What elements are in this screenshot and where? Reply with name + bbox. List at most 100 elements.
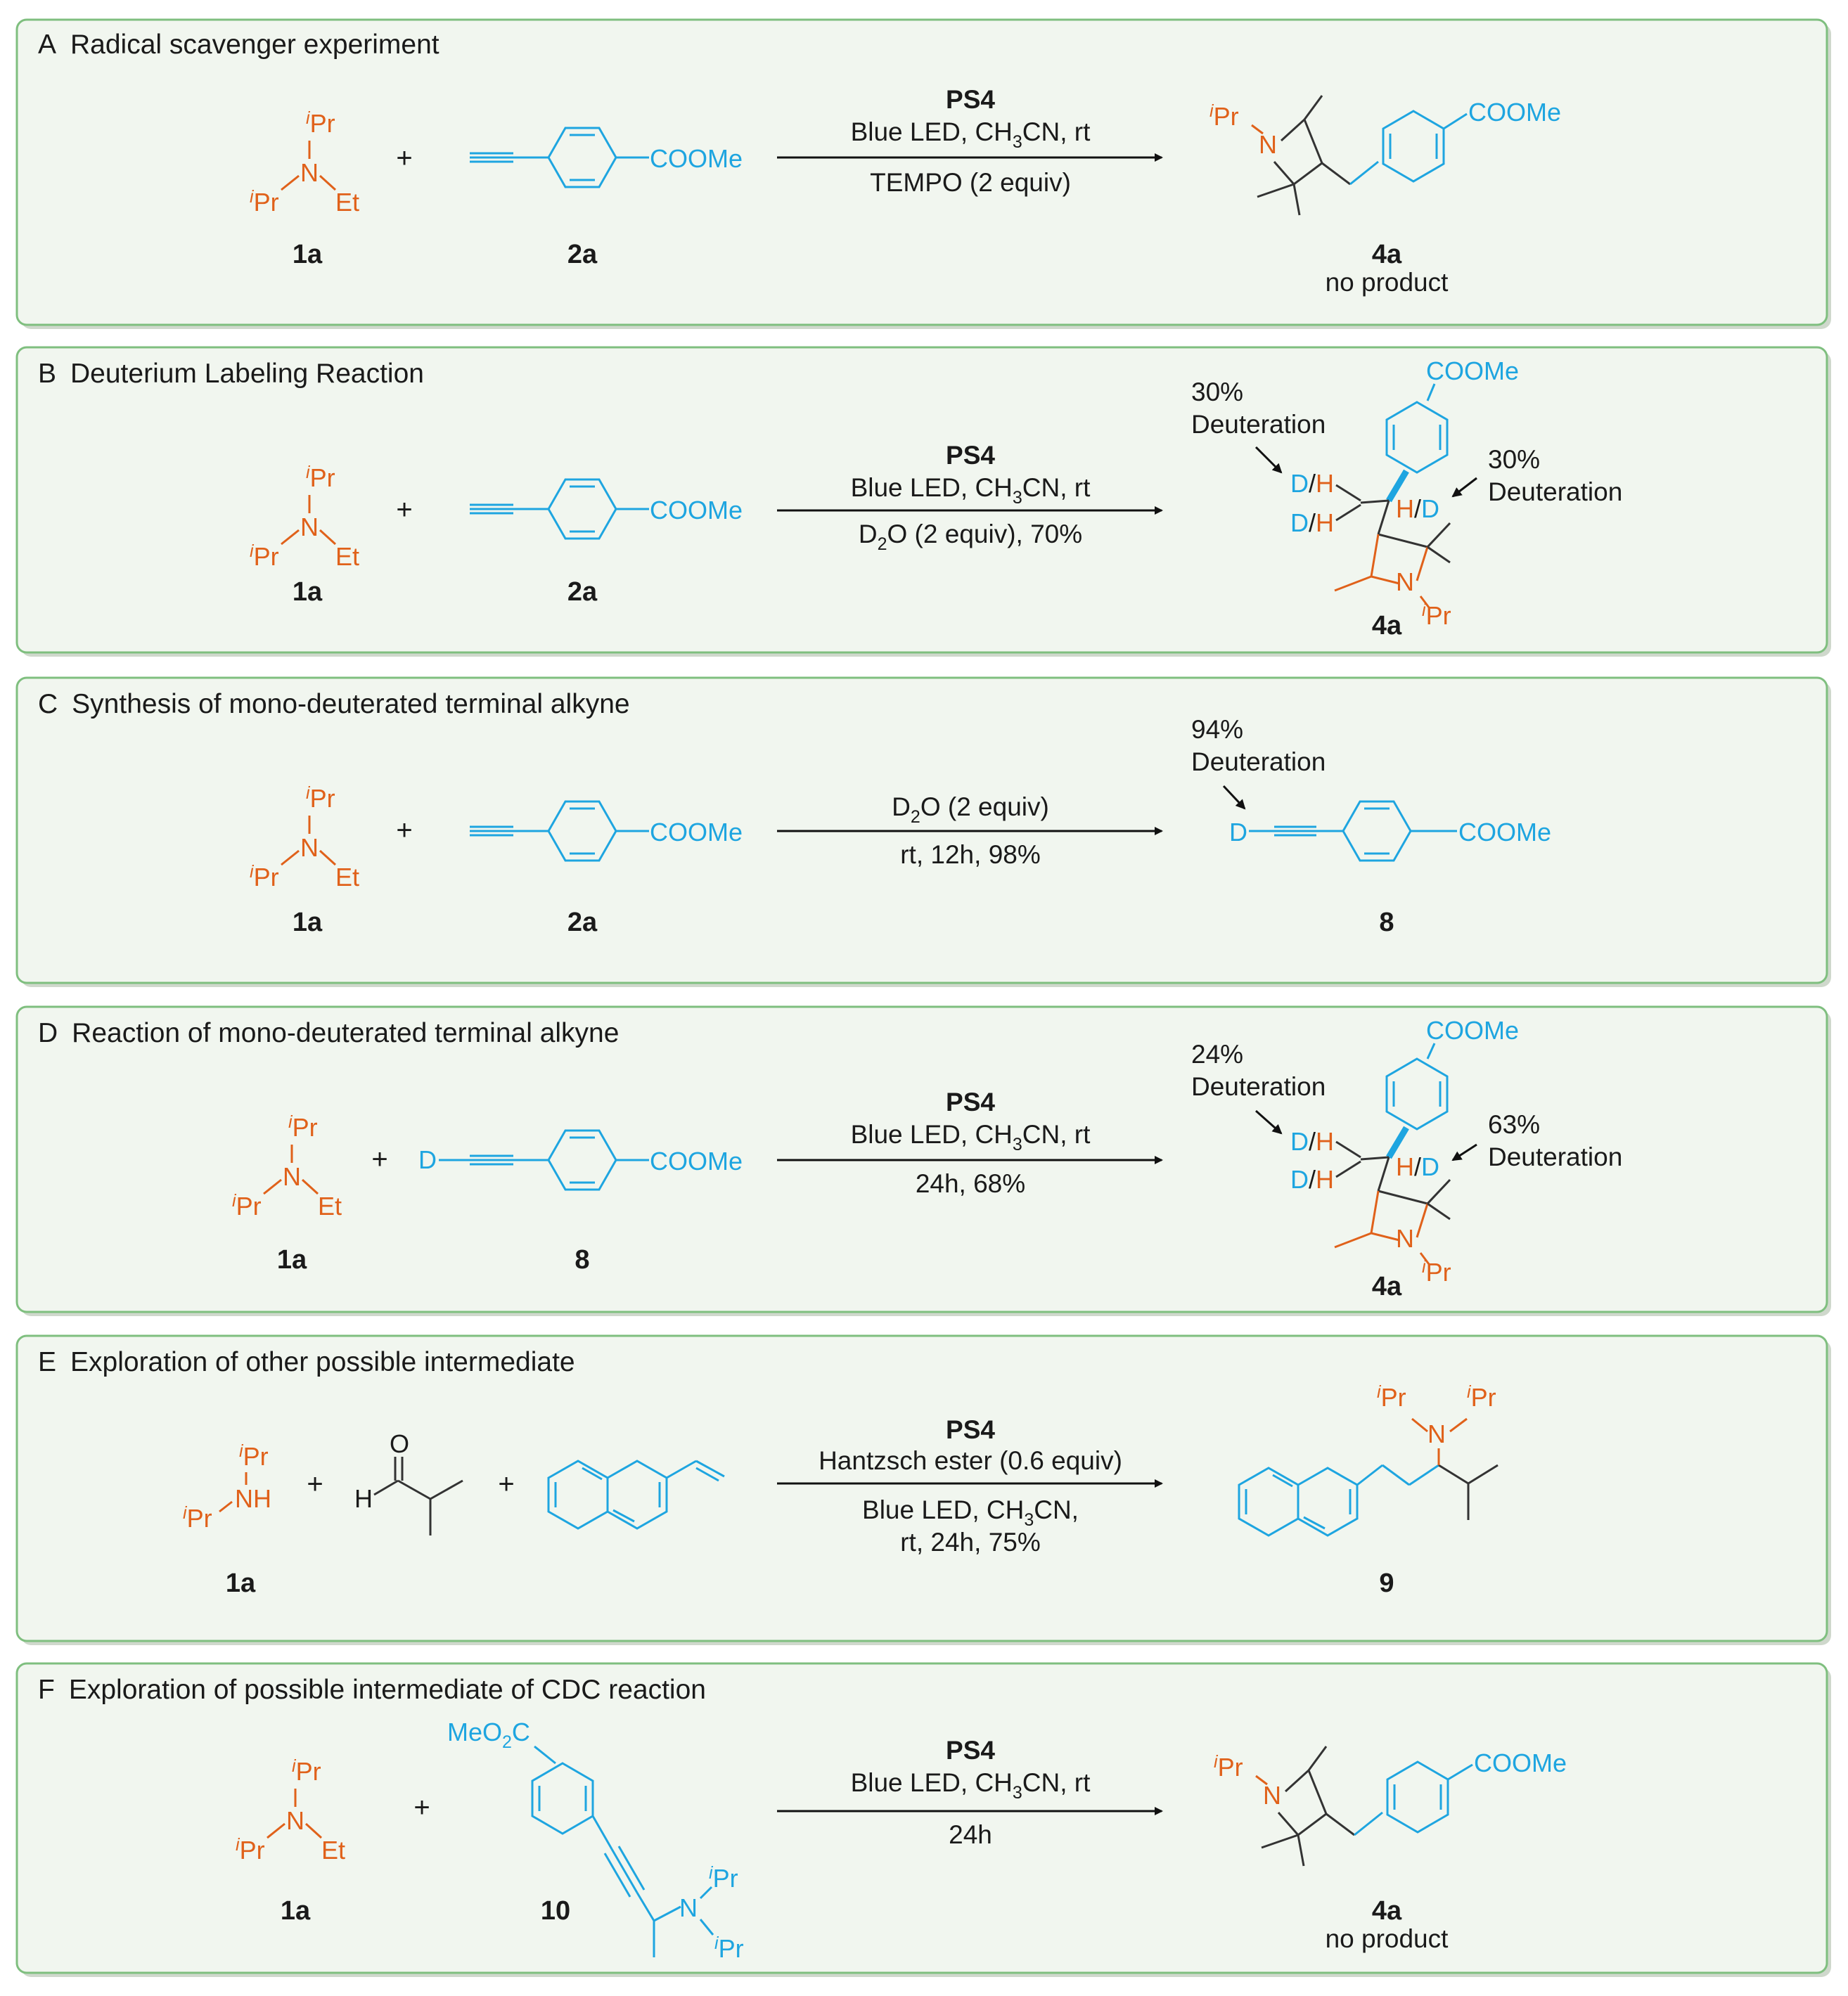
svg-text:D/H: D/H <box>1290 1165 1334 1194</box>
svg-text:4a: 4a <box>1372 240 1402 269</box>
svg-text:COOMe: COOMe <box>650 818 743 846</box>
svg-text:4a: 4a <box>1372 1272 1402 1301</box>
svg-text:9: 9 <box>1379 1569 1394 1598</box>
svg-text:PS4: PS4 <box>946 1736 995 1765</box>
svg-text:N: N <box>1263 1781 1281 1810</box>
svg-text:Blue LED, CH3CN, rt: Blue LED, CH3CN, rt <box>851 117 1091 152</box>
svg-text:D/H: D/H <box>1290 1127 1334 1156</box>
svg-text:MeO2C: MeO2C <box>447 1718 530 1752</box>
svg-text:no product: no product <box>1326 268 1449 297</box>
svg-text:PS4: PS4 <box>946 85 995 114</box>
svg-text:COOMe: COOMe <box>1426 1016 1519 1045</box>
svg-text:H/D: H/D <box>1396 1152 1439 1181</box>
product-4a: iPr N COOMe <box>1209 95 1561 216</box>
svg-text:N: N <box>679 1893 698 1922</box>
svg-text:2a: 2a <box>567 240 598 269</box>
svg-text:63%: 63% <box>1488 1110 1540 1139</box>
svg-text:+: + <box>371 1144 387 1175</box>
product-8: D COOMe <box>1229 800 1551 862</box>
svg-text:iPr: iPr <box>1209 101 1239 131</box>
svg-text:COOMe: COOMe <box>1426 356 1519 385</box>
svg-text:N: N <box>1427 1419 1446 1448</box>
svg-text:iPr: iPr <box>239 1441 269 1471</box>
svg-text:Hantzsch ester (0.6 equiv): Hantzsch ester (0.6 equiv) <box>819 1446 1122 1475</box>
svg-text:rt, 24h, 75%: rt, 24h, 75% <box>900 1528 1041 1557</box>
svg-text:1a: 1a <box>293 908 323 937</box>
svg-text:1a: 1a <box>293 577 323 607</box>
svg-text:O: O <box>390 1429 409 1458</box>
svg-text:1a: 1a <box>293 240 323 269</box>
product-4a-deuterated: COOMe D/H D/H N iPr H/D <box>1290 356 1519 630</box>
svg-text:N: N <box>1259 130 1277 159</box>
svg-text:94%: 94% <box>1191 715 1243 744</box>
svg-text:8: 8 <box>1379 908 1394 937</box>
svg-text:TEMPO (2 equiv): TEMPO (2 equiv) <box>870 168 1071 197</box>
svg-text:8: 8 <box>575 1245 589 1275</box>
svg-text:2a: 2a <box>567 577 598 607</box>
svg-text:COOMe: COOMe <box>650 496 743 524</box>
svg-text:1a: 1a <box>281 1896 311 1926</box>
svg-text:COOMe: COOMe <box>1458 818 1551 846</box>
product-4a-deuterated: COOMe D/H D/H N iPr H/D <box>1290 1016 1519 1287</box>
svg-text:COOMe: COOMe <box>650 1147 743 1176</box>
compound-10: MeO2C N iPr iPr <box>447 1718 744 1963</box>
svg-text:+: + <box>413 1792 430 1823</box>
svg-text:iPr: iPr <box>1422 1257 1451 1287</box>
svg-text:iPr: iPr <box>1422 600 1451 630</box>
svg-text:PS4: PS4 <box>946 1088 995 1116</box>
svg-text:24h, 68%: 24h, 68% <box>916 1169 1025 1198</box>
svg-text:Deuteration: Deuteration <box>1488 1142 1622 1171</box>
svg-text:+: + <box>307 1469 323 1500</box>
svg-text:4a: 4a <box>1372 1896 1402 1926</box>
svg-text:+: + <box>396 143 412 174</box>
svg-text:D2O (2 equiv), 70%: D2O (2 equiv), 70% <box>859 520 1082 554</box>
svg-text:iPr: iPr <box>714 1933 744 1963</box>
svg-text:10: 10 <box>541 1896 570 1926</box>
svg-text:H: H <box>354 1484 373 1513</box>
product-4a: iPr N COOMe <box>1214 1746 1567 1867</box>
svg-text:rt, 12h, 98%: rt, 12h, 98% <box>900 840 1041 869</box>
svg-text:2a: 2a <box>567 908 598 937</box>
svg-text:N: N <box>1396 1224 1414 1253</box>
svg-text:D: D <box>418 1145 437 1174</box>
amine-diisopropylamine: iPr NH iPr <box>183 1441 271 1533</box>
svg-text:+: + <box>498 1469 514 1500</box>
svg-text:COOMe: COOMe <box>1474 1749 1567 1777</box>
svg-text:COOMe: COOMe <box>650 144 743 173</box>
svg-text:Blue LED, CH3CN,: Blue LED, CH3CN, <box>862 1495 1079 1530</box>
svg-text:COOMe: COOMe <box>1468 98 1561 127</box>
svg-text:4a: 4a <box>1372 611 1402 640</box>
svg-text:iPr: iPr <box>1467 1382 1496 1412</box>
svg-text:iPr: iPr <box>1377 1382 1406 1412</box>
svg-text:+: + <box>396 494 412 525</box>
svg-text:iPr: iPr <box>709 1863 738 1893</box>
svg-text:+: + <box>396 815 412 846</box>
svg-text:Blue LED, CH3CN, rt: Blue LED, CH3CN, rt <box>851 1120 1091 1154</box>
svg-text:Deuteration: Deuteration <box>1191 1072 1326 1101</box>
svg-text:Deuteration: Deuteration <box>1191 747 1326 776</box>
svg-text:no product: no product <box>1326 1924 1449 1953</box>
svg-text:iPr: iPr <box>183 1503 212 1533</box>
svg-text:NH: NH <box>235 1484 271 1513</box>
svg-text:D/H: D/H <box>1290 469 1334 498</box>
svg-text:30%: 30% <box>1488 445 1540 474</box>
product-9: N iPr iPr <box>1238 1382 1499 1537</box>
svg-text:Deuteration: Deuteration <box>1191 410 1326 439</box>
svg-text:H/D: H/D <box>1396 494 1439 523</box>
svg-text:N: N <box>1396 567 1414 596</box>
svg-text:24h: 24h <box>949 1820 992 1849</box>
svg-text:D2O (2 equiv): D2O (2 equiv) <box>892 792 1049 827</box>
svg-text:Blue LED, CH3CN, rt: Blue LED, CH3CN, rt <box>851 473 1091 508</box>
svg-text:Blue LED, CH3CN, rt: Blue LED, CH3CN, rt <box>851 1768 1091 1803</box>
vinylnaphthalene <box>547 1460 725 1530</box>
